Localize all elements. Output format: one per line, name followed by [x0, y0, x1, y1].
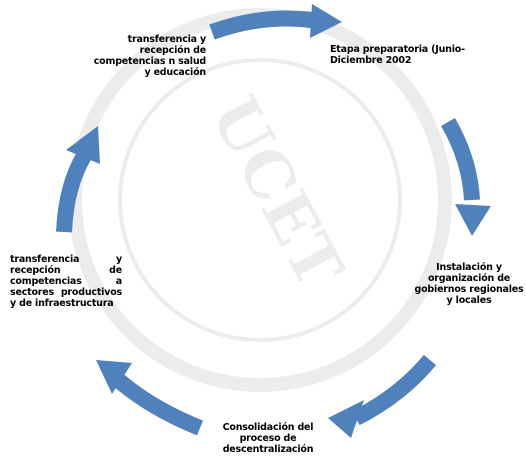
arrow-right — [441, 117, 491, 236]
arrow-shaft — [56, 151, 91, 233]
arrow-shaft — [441, 117, 480, 201]
arrow-head — [96, 360, 132, 394]
stage-label-health-education: transferencia y recepción de competencia… — [93, 34, 206, 78]
arrow-bottom-right — [328, 354, 437, 438]
arrow-shaft — [209, 10, 313, 40]
arrow-head — [455, 204, 491, 236]
stage-label-installation: Instalación y organización de gobiernos … — [414, 262, 524, 306]
stage-label-consolidation: Consolidación del proceso de descentrali… — [222, 422, 314, 455]
arrow-bottom-left — [96, 360, 203, 436]
stage-label-preparatory: Etapa preparatoria (Junio-Diciembre 2002 — [330, 44, 465, 66]
stage-label-productive-sectors: transferencia y recepción de competencia… — [10, 254, 122, 309]
arrow-head — [328, 400, 364, 438]
arrow-head — [66, 126, 100, 164]
arrow-left — [56, 126, 100, 233]
arrow-top — [209, 4, 342, 40]
arrow-head — [310, 4, 342, 38]
arrow-shaft — [352, 354, 437, 426]
watermark-text: UCET — [196, 85, 358, 300]
arrow-shaft — [110, 371, 203, 436]
